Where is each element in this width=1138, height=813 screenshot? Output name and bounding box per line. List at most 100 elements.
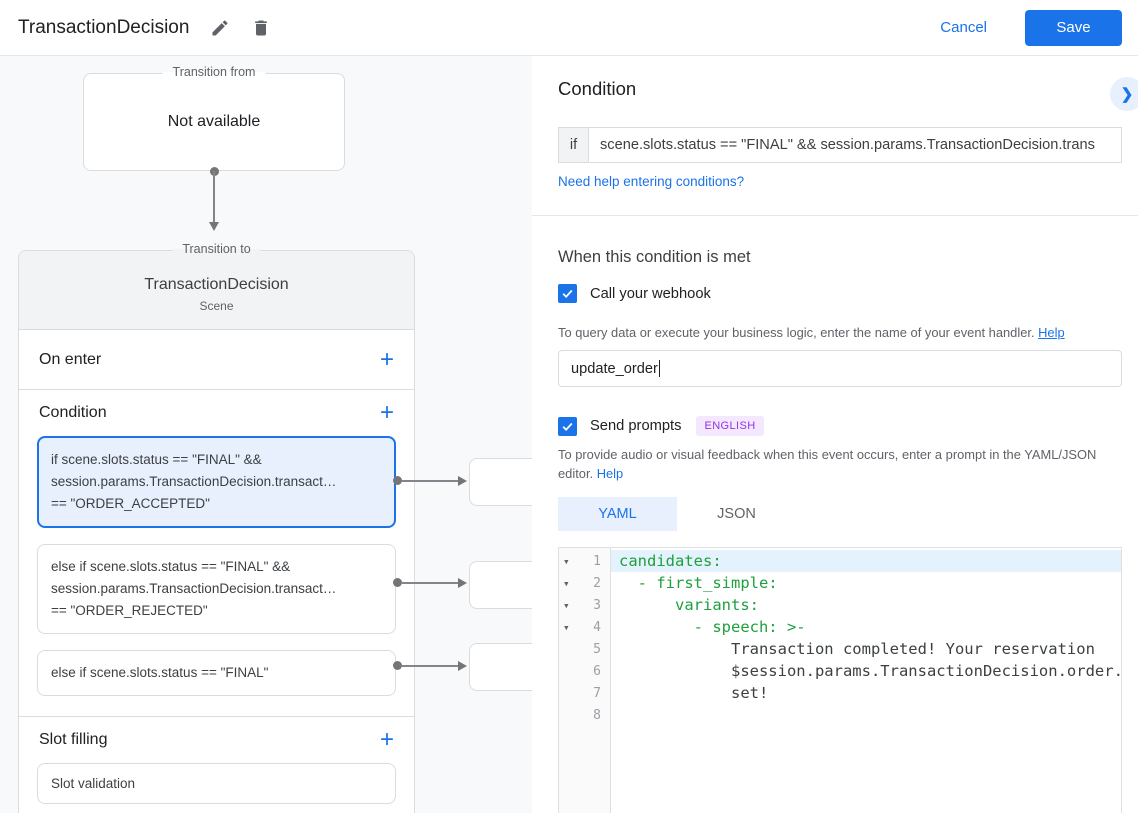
editor-code-area[interactable]: candidates: - first_simple: variants: - …: [611, 548, 1121, 813]
page-title: TransactionDecision: [18, 16, 190, 38]
tab-yaml[interactable]: YAML: [558, 497, 677, 531]
editor-gutter: ▾1 ▾2 ▾3 ▾4 5 6 7 8: [559, 548, 611, 813]
condition-text: else if scene.slots.status == "FINAL": [51, 665, 269, 680]
code-line: - speech: >-: [619, 618, 806, 636]
prompts-helper: To provide audio or visual feedback when…: [558, 447, 1097, 481]
webhook-helper-text: To query data or execute your business l…: [558, 323, 1122, 342]
condition-section-header: Condition +: [19, 390, 414, 436]
line-number: 2: [593, 575, 601, 591]
language-badge: ENGLISH: [696, 416, 764, 436]
cancel-button[interactable]: Cancel: [940, 19, 987, 36]
condition-text: if scene.slots.status == "FINAL" &&: [51, 452, 262, 467]
line-number: 7: [593, 685, 601, 701]
transition-from-legend: Transition from: [162, 65, 266, 79]
transition-from-box: Transition from Not available: [83, 65, 345, 171]
condition-add-button[interactable]: +: [379, 399, 394, 426]
line-number: 1: [593, 553, 601, 569]
fold-toggle-icon[interactable]: ▾: [563, 620, 570, 634]
prompts-row: Send prompts ENGLISH: [558, 416, 1122, 436]
transition-from-content: Not available: [167, 113, 261, 130]
line-number: 3: [593, 597, 601, 613]
line-number: 5: [593, 641, 601, 657]
transition-target-box[interactable]: [469, 643, 532, 691]
slot-filling-label: Slot filling: [39, 731, 108, 748]
code-line: $session.params.TransactionDecision.orde…: [619, 662, 1121, 680]
tab-json[interactable]: JSON: [677, 497, 796, 531]
top-bar-actions: Cancel Save: [940, 9, 1122, 46]
collapse-panel-button[interactable]: ❯: [1110, 77, 1138, 111]
connector-dot[interactable]: [393, 578, 402, 587]
scene-card: Transition to TransactionDecision Scene …: [18, 242, 415, 813]
connector-dot[interactable]: [393, 476, 402, 485]
arrow-right-icon: [458, 476, 467, 486]
connector-dot[interactable]: [393, 661, 402, 670]
transition-target-box[interactable]: [469, 458, 532, 506]
delete-scene-button[interactable]: [251, 18, 271, 38]
fold-toggle-icon[interactable]: ▾: [563, 576, 570, 590]
pencil-icon: [212, 19, 228, 35]
connector-line: [402, 665, 458, 667]
editor-tabs: YAML JSON: [558, 497, 1122, 531]
prompts-label[interactable]: Send prompts: [590, 418, 682, 434]
webhook-checkbox[interactable]: [558, 284, 577, 303]
scene-card-header[interactable]: TransactionDecision Scene: [19, 251, 414, 330]
scene-diagram-canvas: Transition from Not available Transition…: [0, 56, 532, 813]
code-line: Transaction completed! Your reservation: [619, 640, 1095, 658]
conditions-help-link[interactable]: Need help entering conditions?: [558, 174, 745, 189]
fold-toggle-icon[interactable]: ▾: [563, 598, 570, 612]
webhook-row: Call your webhook: [558, 284, 1122, 303]
transition-target-box[interactable]: [469, 561, 532, 609]
condition-text: == "ORDER_REJECTED": [51, 603, 208, 618]
webhook-label[interactable]: Call your webhook: [590, 285, 711, 302]
arrow-right-icon: [458, 661, 467, 671]
condition-section: Condition + if scene.slots.status == "FI…: [19, 390, 414, 717]
condition-text: session.params.TransactionDecision.trans…: [51, 474, 337, 489]
chevron-right-icon: ❯: [1120, 86, 1134, 103]
yaml-code-editor[interactable]: ▾1 ▾2 ▾3 ▾4 5 6 7 8 candidates: - first_…: [558, 547, 1122, 813]
scene-card-subtitle: Scene: [199, 298, 234, 313]
slot-filling-header: Slot filling +: [19, 717, 414, 763]
prompts-checkbox[interactable]: [558, 416, 577, 436]
event-handler-input[interactable]: update_order: [558, 350, 1122, 387]
arrow-down-icon: [209, 222, 219, 231]
code-line: candidates:: [611, 550, 1121, 572]
condition-text: session.params.TransactionDecision.trans…: [51, 581, 337, 596]
line-number: 4: [593, 619, 601, 635]
check-icon: [562, 289, 573, 299]
when-met-heading: When this condition is met: [558, 248, 751, 266]
connector-line: [402, 480, 458, 482]
trash-icon: [255, 20, 268, 35]
top-bar: TransactionDecision Cancel Save: [0, 0, 1138, 56]
slot-validation-card[interactable]: Slot validation: [37, 763, 396, 804]
arrow-right-icon: [458, 578, 467, 588]
save-button[interactable]: Save: [1025, 9, 1122, 46]
condition-expression-input[interactable]: scene.slots.status == "FINAL" && session…: [589, 127, 1122, 163]
condition-card-final[interactable]: else if scene.slots.status == "FINAL": [37, 650, 396, 696]
code-line: - first_simple:: [619, 574, 778, 592]
text-caret: [658, 360, 661, 377]
event-handler-value: update_order: [571, 360, 658, 377]
condition-text: == "ORDER_ACCEPTED": [51, 496, 210, 511]
condition-detail-panel: Condition ❯ if scene.slots.status == "FI…: [532, 56, 1138, 813]
fold-toggle-icon[interactable]: ▾: [563, 554, 570, 568]
code-line: set!: [619, 684, 769, 702]
transition-to-legend: Transition to: [172, 242, 261, 256]
condition-card-rejected[interactable]: else if scene.slots.status == "FINAL" &&…: [37, 544, 396, 634]
condition-expression-row: if scene.slots.status == "FINAL" && sess…: [558, 127, 1122, 163]
connector-line: [402, 582, 458, 584]
webhook-help-link[interactable]: Help: [1038, 325, 1065, 340]
code-line: variants:: [619, 596, 759, 614]
prompts-helper-text: To provide audio or visual feedback when…: [558, 445, 1118, 483]
connector-line: [213, 171, 215, 222]
edit-scene-button[interactable]: [210, 18, 230, 38]
condition-card-accepted[interactable]: if scene.slots.status == "FINAL" && sess…: [37, 436, 396, 528]
prompts-help-link[interactable]: Help: [596, 466, 624, 481]
scene-card-title: TransactionDecision: [144, 275, 289, 293]
line-number: 8: [593, 707, 601, 723]
webhook-helper: To query data or execute your business l…: [558, 325, 1039, 340]
slot-filling-add-button[interactable]: +: [379, 726, 394, 753]
on-enter-label: On enter: [39, 350, 102, 368]
if-prefix-label: if: [558, 127, 589, 163]
on-enter-add-button[interactable]: +: [379, 345, 394, 373]
